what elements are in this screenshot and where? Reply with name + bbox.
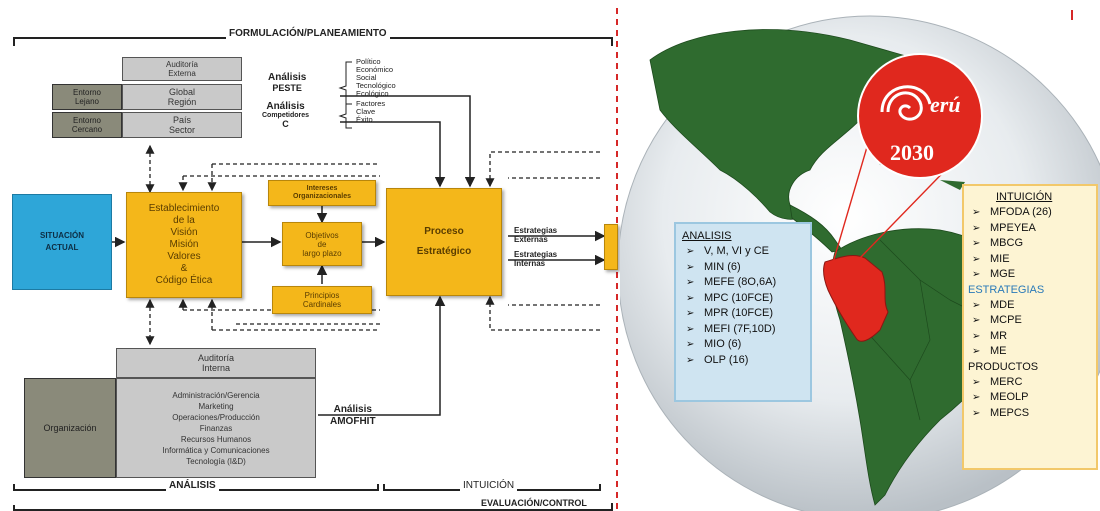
peru-logo-year: 2030 [890,140,934,165]
auditoria-externa-title: Auditoría Externa [122,57,242,81]
estrategias-internas-label: Estrategias Internas [514,250,558,268]
analisis-footer-label: ANÁLISIS [166,480,219,491]
objetivos-box: Objetivos de largo plazo [282,222,362,266]
list-item: MEFI (7F,10D) [682,322,804,338]
list-item: MDE [968,298,1092,314]
organizacion-label: Organización [24,378,116,478]
peste-label: Análisis PESTE [268,72,307,93]
list-item: ME [968,344,1092,360]
estrategias-externas-label: Estrategias Externas [514,226,558,244]
intuicion-footer-label: INTUICIÓN [460,480,518,491]
estrategias-title: ESTRATEGIAS [968,283,1045,296]
peste-factors: Político Económico Social Tecnológico Ec… [356,57,396,98]
list-item: V, M, VI y CE [682,244,804,260]
list-item: MEFE (8O,6A) [682,275,804,291]
vision-mision-box: Establecimiento de la Visión Misión Valo… [126,192,242,298]
list-item: MCPE [968,313,1092,329]
list-item: MR [968,329,1092,345]
organizacion-areas: Administración/Gerencia Marketing Operac… [116,378,316,478]
list-item: MIO (6) [682,337,804,353]
competidores-label: Análisis Competidores C [262,101,310,129]
amofhit-label: Análisis AMOFHIT [330,404,376,427]
list-item: MERC [968,375,1092,391]
proceso-estrategico-box: Proceso Estratégico [386,188,502,296]
analisis-panel: ANALISIS V, M, VI y CE MIN (6) MEFE (8O,… [674,222,812,402]
entorno-cercano-label: Entorno Cercano [52,112,122,138]
intuicion-panel: INTUICIÓN MFODA (26) MPEYEA MBCG MIE MGE… [962,184,1098,470]
global-region-box: Global Región [122,84,242,110]
principios-box: Principios Cardinales [272,286,372,314]
entorno-lejano-label: Entorno Lejano [52,84,122,110]
evaluacion-footer-label: EVALUACIÓN/CONTROL [478,498,590,508]
list-item: MIE [968,252,1092,268]
list-item: MEOLP [968,390,1092,406]
next-step-box-edge [604,224,618,270]
intuicion-title: INTUICIÓN [996,191,1053,203]
list-item: MPEYEA [968,221,1092,237]
list-item: MFODA (26) [968,205,1092,221]
analisis-panel-title: ANALISIS [682,230,732,242]
estrategias-list: MDE MCPE MR ME [968,298,1092,360]
list-item: MPR (10FCE) [682,306,804,322]
analisis-list: V, M, VI y CE MIN (6) MEFE (8O,6A) MPC (… [682,244,804,368]
intereses-box: Intereses Organizacionales [268,180,376,206]
productos-list: MERC MEOLP MEPCS [968,375,1092,422]
list-item: MEPCS [968,406,1092,422]
productos-title: PRODUCTOS [968,360,1039,373]
list-item: MBCG [968,236,1092,252]
intuicion-list: MFODA (26) MPEYEA MBCG MIE MGE [968,205,1092,283]
formulacion-label: FORMULACIÓN/PLANEAMIENTO [226,29,390,39]
list-item: OLP (16) [682,353,804,369]
auditoria-interna-title: Auditoría Interna [116,348,316,378]
list-item: MGE [968,267,1092,283]
list-item: MIN (6) [682,260,804,276]
list-item: MPC (10FCE) [682,291,804,307]
peru-logo-text: erú [930,92,961,117]
fce-factors: Factores Clave Éxito [356,99,386,124]
situacion-actual-box: SITUACIÓN ACTUAL [12,194,112,290]
pais-sector-box: País Sector [122,112,242,138]
